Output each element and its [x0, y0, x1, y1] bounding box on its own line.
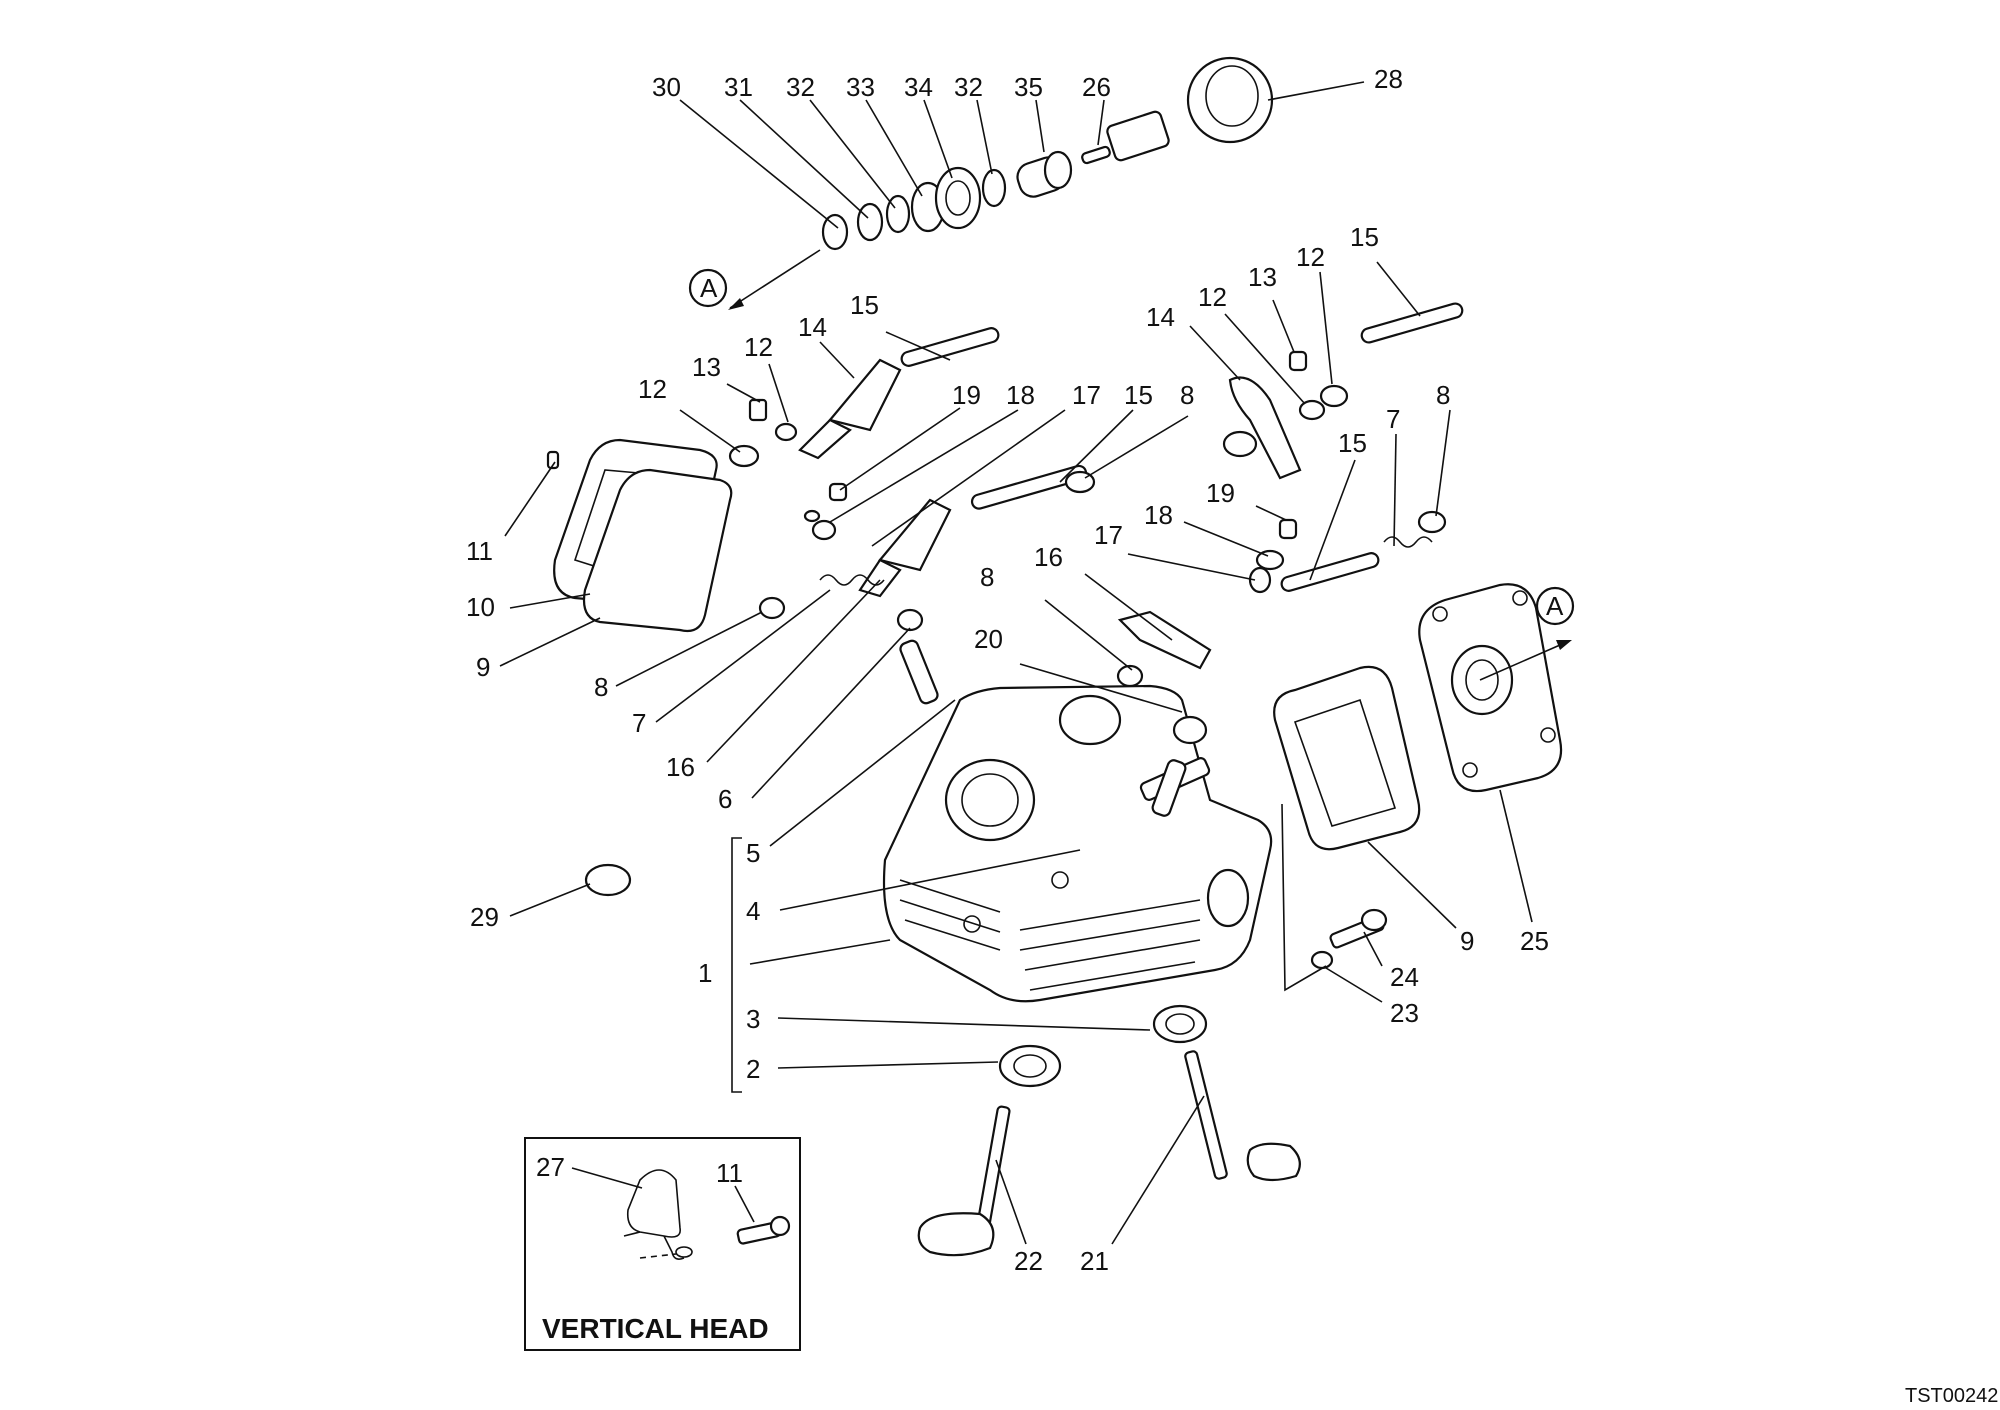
callout-7: 7	[632, 708, 646, 738]
callout-21: 21	[1080, 1246, 1109, 1276]
left-rocker-group	[728, 327, 1096, 620]
plug-part	[584, 863, 632, 897]
callout-24: 24	[1390, 962, 1419, 992]
screw-bracket	[1281, 803, 1327, 992]
drawing-code: TST00242	[1905, 1385, 1998, 1407]
callout-22: 22	[1014, 1246, 1043, 1276]
leader-lines	[499, 81, 1533, 1245]
reference-mark-a-left: A	[688, 249, 821, 310]
callout-12: 12	[638, 374, 667, 404]
callout-7: 7	[1386, 404, 1400, 434]
valves	[917, 1050, 1301, 1257]
callout-9: 9	[1460, 926, 1474, 956]
callout-19: 19	[952, 380, 981, 410]
callout-8: 8	[594, 672, 608, 702]
mark-a-label: A	[1546, 591, 1564, 621]
callout-6: 6	[718, 784, 732, 814]
callout-1: 1	[698, 958, 712, 988]
callout-15: 15	[1338, 428, 1367, 458]
callout-4: 4	[746, 896, 760, 926]
callout-14: 14	[1146, 302, 1175, 332]
reference-mark-a-right: A	[1479, 586, 1575, 681]
callout-32: 32	[954, 72, 983, 102]
callout-33: 33	[846, 72, 875, 102]
callout-labels: 30 31 32 33 34 32 35 26 28 13 12 12 14 1…	[466, 64, 1549, 1276]
callout-26: 26	[1082, 72, 1111, 102]
cylinder-head	[882, 608, 1273, 1003]
callout-34: 34	[904, 72, 933, 102]
callout-16: 16	[1034, 542, 1063, 572]
callout-17: 17	[1072, 380, 1101, 410]
callout-13: 13	[692, 352, 721, 382]
callout-19: 19	[1206, 478, 1235, 508]
inset-title: VERTICAL HEAD	[542, 1313, 769, 1344]
callout-13: 13	[1248, 262, 1277, 292]
callout-28: 28	[1374, 64, 1403, 94]
callout-9: 9	[476, 652, 490, 682]
callout-32: 32	[786, 72, 815, 102]
callout-18: 18	[1006, 380, 1035, 410]
callout-15: 15	[1124, 380, 1153, 410]
callout-20: 20	[974, 624, 1003, 654]
callout-35: 35	[1014, 72, 1043, 102]
callout-3: 3	[746, 1004, 760, 1034]
valve-seats	[998, 1004, 1208, 1088]
callout-2: 2	[746, 1054, 760, 1084]
inset-vertical-head: VERTICAL HEAD	[524, 1137, 801, 1351]
callout-31: 31	[724, 72, 753, 102]
top-ring-stack	[821, 56, 1274, 251]
callout-5: 5	[746, 838, 760, 868]
callout-18: 18	[1144, 500, 1173, 530]
right-gasket-and-cover	[1273, 583, 1563, 851]
right-rocker-group	[1116, 302, 1464, 688]
callout-15: 15	[1350, 222, 1379, 252]
screw-and-washer	[1310, 908, 1388, 970]
callout-11: 11	[466, 536, 493, 566]
callout-8: 8	[1436, 380, 1450, 410]
callout-23: 23	[1390, 998, 1419, 1028]
mark-a-label: A	[700, 273, 718, 303]
callout-30: 30	[652, 72, 681, 102]
callout-25: 25	[1520, 926, 1549, 956]
callout-10: 10	[466, 592, 495, 622]
callout-8: 8	[980, 562, 994, 592]
callout-17: 17	[1094, 520, 1123, 550]
callout-11: 11	[716, 1158, 743, 1188]
group-bracket	[731, 837, 742, 1093]
callout-16: 16	[666, 752, 695, 782]
callout-14: 14	[798, 312, 827, 342]
callout-15: 15	[850, 290, 879, 320]
callout-8: 8	[1180, 380, 1194, 410]
callout-12: 12	[1296, 242, 1325, 272]
callout-27: 27	[536, 1152, 565, 1182]
callout-12: 12	[1198, 282, 1227, 312]
callout-29: 29	[470, 902, 499, 932]
left-inspection-cover	[546, 438, 733, 633]
callout-12: 12	[744, 332, 773, 362]
